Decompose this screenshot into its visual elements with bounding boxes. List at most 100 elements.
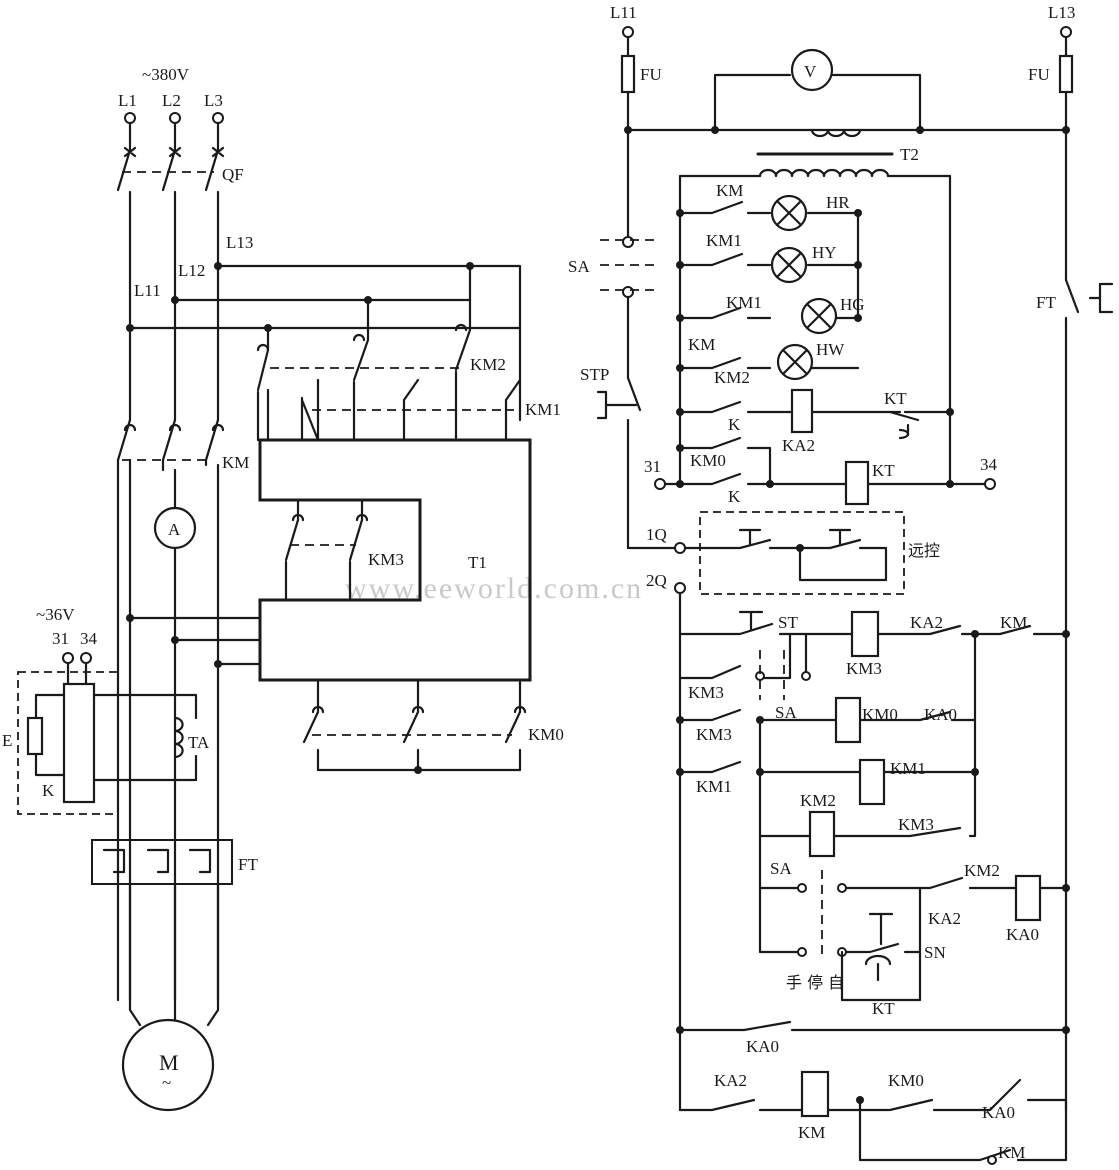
km3-power-label: KM3 bbox=[368, 550, 404, 569]
ta-label: TA bbox=[188, 733, 210, 752]
voltmeter-label: V bbox=[804, 62, 817, 81]
km1-a-label: KM1 bbox=[696, 777, 732, 796]
km3-c-label: KM3 bbox=[898, 815, 934, 834]
lamp-hy-label: HY bbox=[812, 243, 837, 262]
relay-term34-label: 34 bbox=[80, 629, 98, 648]
t2-label: T2 bbox=[900, 145, 919, 164]
km2-c-label: KM2 bbox=[964, 861, 1000, 880]
contact-k-label: K bbox=[42, 781, 55, 800]
motor bbox=[121, 1018, 215, 1112]
km1-coil-label: KM1 bbox=[890, 759, 926, 778]
lamp-hr bbox=[770, 194, 808, 232]
t1-label: T1 bbox=[468, 553, 487, 572]
lamp-hg bbox=[800, 297, 838, 335]
sn-label: SN bbox=[924, 943, 946, 962]
remote-2q-label: 2Q bbox=[646, 571, 667, 590]
left-supply-label: L11 bbox=[610, 3, 637, 22]
terminal-l1 bbox=[124, 112, 136, 124]
fuse-right bbox=[1058, 54, 1074, 94]
control-circuit: L11 L13 FU FU V T2 KM HR KM1 HY bbox=[568, 3, 1114, 1165]
k-row-label: K bbox=[728, 415, 741, 434]
tap-l12-label: L12 bbox=[178, 261, 205, 280]
supply-voltage-label: ~380V bbox=[142, 65, 190, 84]
km2-coil-label: KM2 bbox=[800, 791, 836, 810]
breaker-qf-label: QF bbox=[222, 165, 244, 184]
relay-element-k bbox=[62, 682, 96, 804]
relay-box bbox=[17, 671, 119, 815]
tap-l11-label: L11 bbox=[134, 281, 161, 300]
phase-l2-label: L2 bbox=[162, 91, 181, 110]
ammeter bbox=[153, 506, 197, 550]
voltmeter bbox=[790, 48, 834, 92]
kt-timer-label: KT bbox=[884, 389, 907, 408]
km-final-label: KM bbox=[998, 1143, 1025, 1162]
remote-label: 远控 bbox=[908, 541, 940, 560]
remote-1q-label: 1Q bbox=[646, 525, 667, 544]
ammeter-label: A bbox=[168, 520, 181, 539]
km0-power-label: KM0 bbox=[528, 725, 564, 744]
km3-coil-label: KM3 bbox=[846, 659, 882, 678]
ka0-coil bbox=[1014, 874, 1042, 922]
lamp-km2-contact-label: KM2 bbox=[714, 368, 750, 387]
ladder-rows: ST KM3 KA2 KM KM3 SA KM0 KA0 KM3 KM1 KM1 bbox=[676, 610, 1070, 1165]
km-main-label: KM bbox=[222, 453, 249, 472]
fuse-right-label: FU bbox=[1028, 65, 1050, 84]
k2-row-label: K bbox=[728, 487, 741, 506]
fuse-left bbox=[620, 54, 636, 94]
terminal-l2 bbox=[169, 112, 181, 124]
kt-ladder-label: KT bbox=[872, 999, 895, 1018]
fuse-left-label: FU bbox=[640, 65, 662, 84]
km0-row-label: KM0 bbox=[690, 451, 726, 470]
ka2-coil bbox=[790, 388, 814, 434]
sa-ladder-label: SA bbox=[775, 703, 797, 722]
km-coil bbox=[800, 1070, 830, 1118]
remote-box bbox=[699, 511, 905, 595]
km2-power-label: KM2 bbox=[470, 355, 506, 374]
lamp-rows: KM HR KM1 HY KM1 HG KM HW KM2 bbox=[676, 181, 865, 387]
ka0-row-label: KA0 bbox=[746, 1037, 779, 1056]
ft-control-label: FT bbox=[1036, 293, 1056, 312]
ka0-coil-label: KA0 bbox=[1006, 925, 1039, 944]
lamp-hy-contact-label: KM1 bbox=[706, 231, 742, 250]
lamp-hg-contact-label: KM1 bbox=[726, 293, 762, 312]
power-circuit: ~380V L1 L2 L3 QF L13 L12 L11 KM2 KM1 KM bbox=[2, 65, 564, 1112]
stp-label: STP bbox=[580, 365, 609, 384]
relay-term31-label: 31 bbox=[52, 629, 69, 648]
tap-l13-label: L13 bbox=[226, 233, 253, 252]
km0-coil bbox=[834, 696, 862, 744]
km3-coil bbox=[850, 610, 880, 658]
ka0-nc-label: KA0 bbox=[924, 705, 957, 724]
lamp-hw bbox=[776, 343, 814, 381]
overload-ft-block bbox=[91, 839, 233, 885]
lamp-hr-contact-label: KM bbox=[716, 181, 743, 200]
term34-label: 34 bbox=[980, 455, 998, 474]
km3-b-label: KM3 bbox=[696, 725, 732, 744]
km0-coil-label: KM0 bbox=[862, 705, 898, 724]
term31-label: 31 bbox=[644, 457, 661, 476]
relay-supply-label: ~36V bbox=[36, 605, 75, 624]
terminal-l3 bbox=[212, 112, 224, 124]
lamp-hg-label: HG bbox=[840, 295, 865, 314]
mode-labels: 手 停 自 bbox=[786, 973, 844, 992]
km1-power-label: KM1 bbox=[525, 400, 561, 419]
ka2-coil-label: KA2 bbox=[782, 436, 815, 455]
ka2-nc-label: KA2 bbox=[910, 613, 943, 632]
st-label: ST bbox=[778, 613, 798, 632]
ka2-final-label: KA2 bbox=[714, 1071, 747, 1090]
motor-label: M bbox=[159, 1050, 179, 1075]
km3-a-label: KM3 bbox=[688, 683, 724, 702]
ka0-final-label: KA0 bbox=[982, 1103, 1015, 1122]
kt-coil bbox=[844, 460, 870, 506]
lamp-hr-label: HR bbox=[826, 193, 850, 212]
km2-coil bbox=[808, 810, 836, 858]
right-supply-label: L13 bbox=[1048, 3, 1075, 22]
resistor-e bbox=[26, 716, 44, 756]
sa-selector-label: SA bbox=[568, 257, 590, 276]
lamp-hw-label: HW bbox=[816, 340, 845, 359]
motor-sub-label: ~ bbox=[162, 1073, 171, 1092]
lamp-hy bbox=[770, 246, 808, 284]
km-nc-label: KM bbox=[1000, 613, 1027, 632]
phase-l1-label: L1 bbox=[118, 91, 137, 110]
km-coil-label: KM bbox=[798, 1123, 825, 1142]
